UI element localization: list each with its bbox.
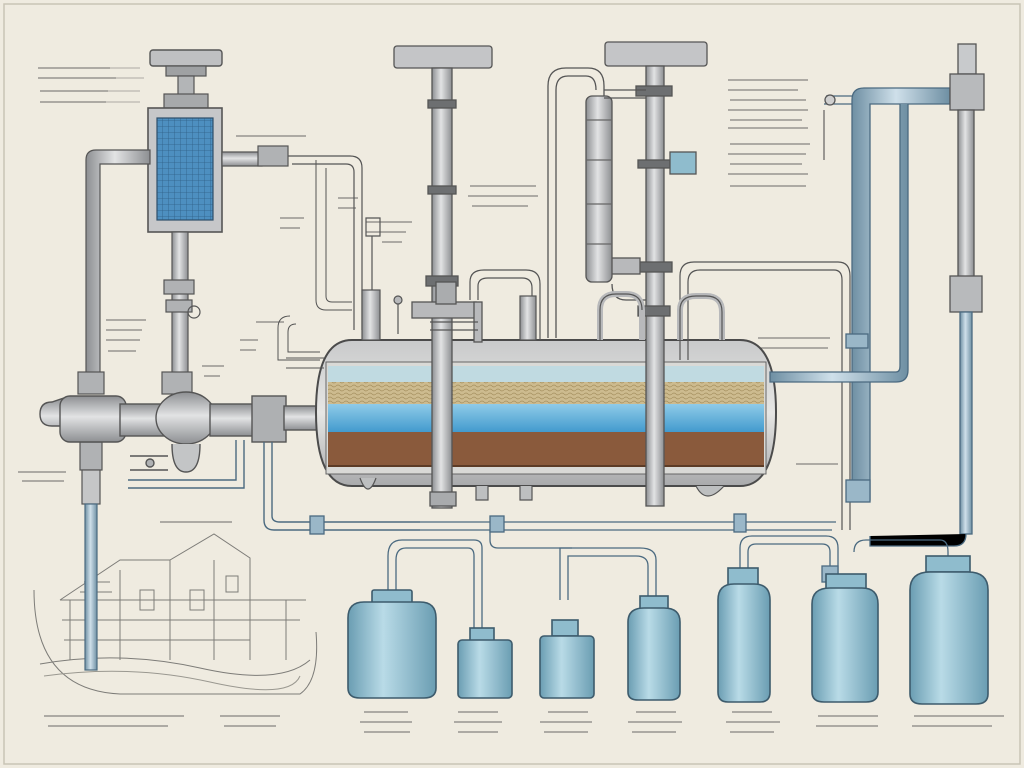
column-left	[393, 45, 493, 509]
storage-tank-1	[347, 589, 437, 699]
upper-manifold	[361, 217, 851, 530]
house-sketch-icon	[33, 521, 318, 695]
right-blue-pipes	[769, 43, 985, 547]
filter-unit	[147, 49, 223, 395]
exchanger-loop	[547, 67, 646, 338]
storage-tank-2	[457, 627, 513, 699]
storage-tank-4	[627, 595, 681, 701]
water-layer	[328, 404, 764, 434]
storage-tanks	[347, 555, 989, 705]
right-annotations	[728, 79, 838, 465]
storage-tank-5	[717, 567, 771, 703]
treatment-vessel	[314, 339, 778, 501]
storage-tank-7	[909, 555, 989, 705]
storage-tank-3	[539, 619, 595, 699]
sediment-layer	[328, 432, 764, 466]
grid-filter-icon	[156, 117, 214, 221]
left-annotations	[18, 67, 538, 482]
tank-annotations	[44, 711, 1004, 733]
distribution-manifold	[309, 513, 949, 630]
storage-tank-6	[811, 573, 879, 703]
column-right	[604, 41, 708, 507]
left-gauges	[277, 160, 352, 369]
left-inlet-pipe	[77, 145, 363, 671]
